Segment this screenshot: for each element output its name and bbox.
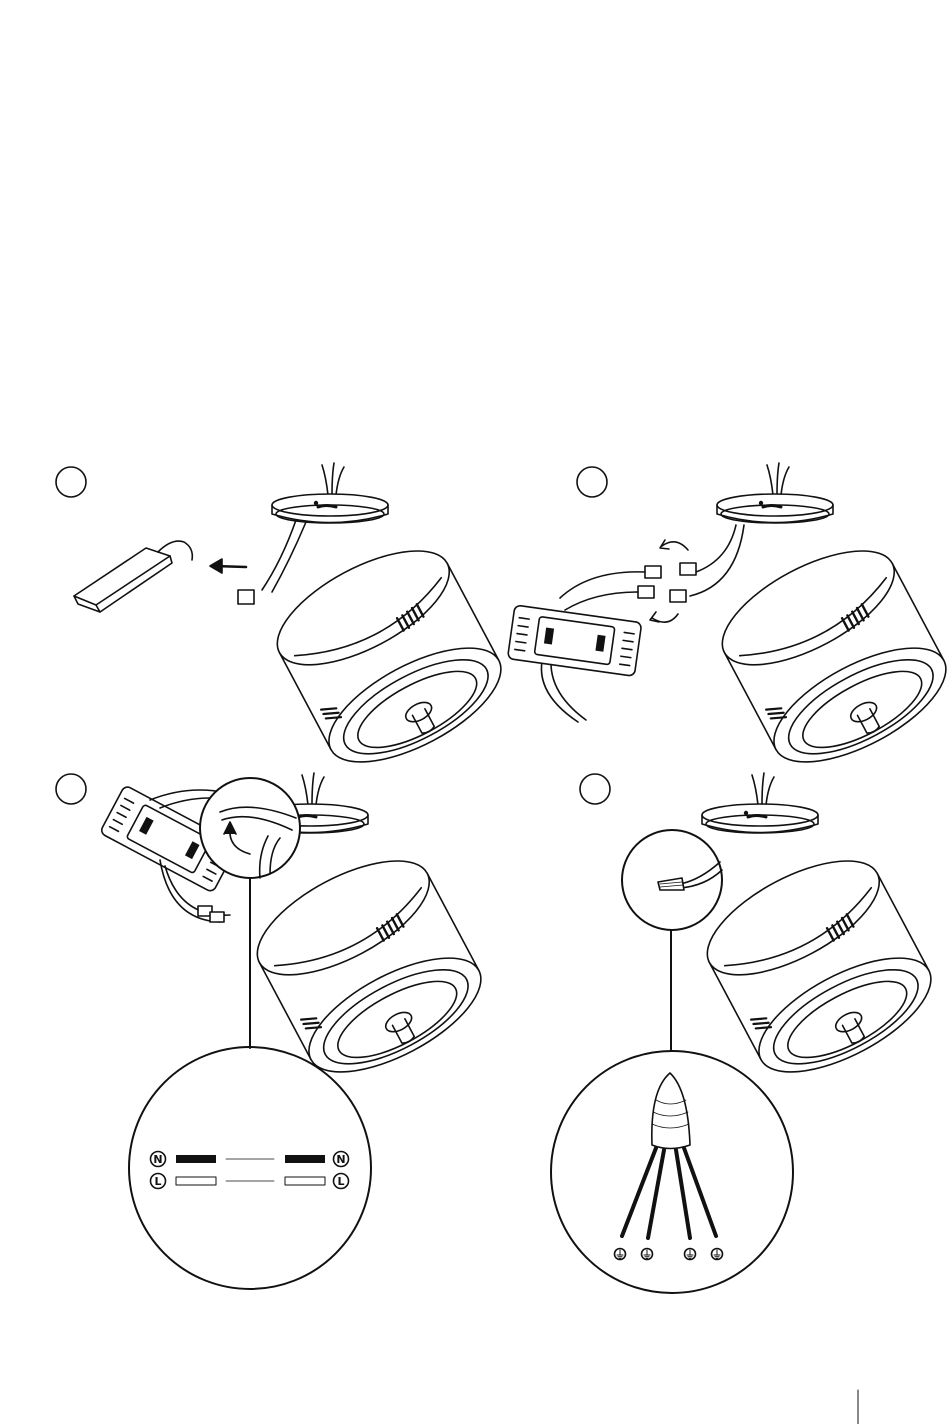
ground-symbol [615, 1249, 626, 1260]
step-3-panel [56, 773, 498, 1289]
live-label-left: L [154, 1175, 161, 1188]
ground-symbol [685, 1249, 696, 1260]
wiring-detail-circle [129, 1047, 371, 1289]
ground-wires [622, 1148, 716, 1238]
neutral-label-right: N [336, 1153, 345, 1166]
connector-block [670, 590, 686, 602]
wire-nut-large [652, 1073, 690, 1149]
connector-plug [638, 586, 654, 598]
step-1-panel [56, 463, 518, 785]
detail-magnifier [200, 778, 300, 878]
fan-motor-unit [691, 773, 948, 1095]
live-label-right: L [337, 1175, 344, 1188]
connector-block [680, 563, 696, 575]
step-2-panel [507, 463, 950, 785]
step-2-marker [577, 467, 607, 497]
ground-symbol [712, 1249, 723, 1260]
step-4-marker [580, 774, 610, 804]
neutral-row [151, 1152, 349, 1167]
connector-plug [645, 566, 661, 578]
ground-symbol [642, 1249, 653, 1260]
neutral-label-left: N [153, 1153, 162, 1166]
fan-motor-unit [261, 463, 518, 785]
motor-wires [262, 520, 306, 592]
step-1-marker [56, 467, 86, 497]
step-4-panel [551, 773, 948, 1293]
removed-module [74, 541, 192, 612]
receiver-box [507, 605, 641, 676]
wire-connector [238, 590, 254, 604]
fan-motor-unit [706, 463, 950, 785]
live-row [151, 1174, 349, 1189]
step-3-marker [56, 774, 86, 804]
